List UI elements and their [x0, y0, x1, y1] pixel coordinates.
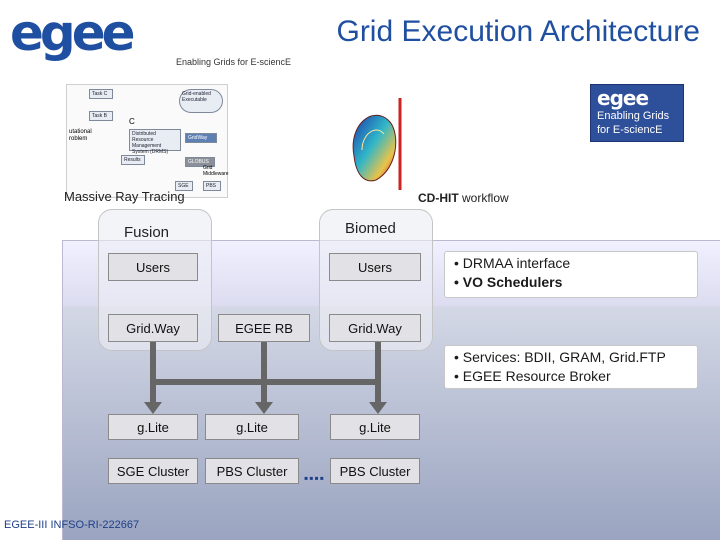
pbs-cluster-box-1: PBS Cluster	[205, 458, 299, 484]
page-subtitle: Enabling Grids for E-sciencE	[176, 57, 292, 67]
pbs-cluster-box-2: PBS Cluster	[330, 458, 420, 484]
egee-logo: egee	[10, 4, 136, 62]
connector-fusion-down	[150, 342, 156, 382]
footer-id: EGEE-III INFSO-RI-222667	[4, 519, 140, 531]
sge-cluster-box: SGE Cluster	[108, 458, 198, 484]
fragment-text-1: utational	[69, 129, 92, 135]
egee-badge-line-1: Enabling Grids	[597, 110, 670, 122]
task-b-box: Task B	[89, 111, 113, 121]
drms-box: Distributed Resource Management System (…	[129, 129, 181, 155]
results-box: Results	[121, 155, 145, 165]
cdhit-workflow-caption: CD-HIT workflow	[418, 191, 509, 205]
glite-box-1: g.Lite	[108, 414, 198, 440]
note-line-drmaa: • DRMAA interface	[454, 255, 571, 271]
egee-badge-text: Enabling Grids for E-sciencE	[597, 109, 669, 137]
gridway-box: GridWay	[185, 133, 217, 143]
fusion-users-box: Users	[108, 253, 198, 281]
pbs-box: PBS	[203, 181, 221, 191]
fragment-text-2: roblem	[69, 136, 88, 142]
fusion-gridway-box: Grid.Way	[108, 314, 198, 342]
arrowhead-biomed-glite	[369, 402, 387, 414]
glite-box-2: g.Lite	[205, 414, 299, 440]
globus-box: GLOBUS	[185, 157, 215, 167]
note-line-resource-broker: • EGEE Resource Broker	[454, 368, 611, 384]
services-note: • Services: BDII, GRAM, Grid.FTP • EGEE …	[444, 345, 698, 389]
grid-middleware-text: Grid Middleware	[203, 165, 229, 177]
arrowhead-sge-glite	[144, 402, 162, 414]
cdhit-caption-bold: CD-HIT	[418, 191, 459, 205]
page-title: Grid Execution Architecture	[336, 15, 700, 48]
grid-enabled-executable-box: Grid-enabled Executable	[179, 89, 223, 113]
drmaa-note: • DRMAA interface • VO Schedulers	[444, 251, 698, 298]
connector-biomed-down	[375, 342, 381, 390]
fragment-text-3: C	[129, 117, 135, 126]
connector-rb-down	[261, 342, 267, 382]
sge-box: SGE	[175, 181, 193, 191]
biomed-gridway-box: Grid.Way	[329, 314, 421, 342]
workflow-diagram-image: Task C Task B utational roblem C Grid-en…	[66, 84, 229, 198]
biomed-title: Biomed	[345, 220, 396, 237]
arrowhead-pbs-glite	[255, 402, 273, 414]
egee-badge-logo: egee	[597, 86, 649, 110]
egee-badge: egee Enabling Grids for E-sciencE	[590, 84, 684, 142]
note-line-vo-schedulers: • VO Schedulers	[454, 274, 563, 290]
glite-box-3: g.Lite	[330, 414, 420, 440]
cdhit-visualization	[352, 98, 402, 190]
egee-rb-box: EGEE RB	[218, 314, 310, 342]
note-line-services: • Services: BDII, GRAM, Grid.FTP	[454, 349, 666, 365]
cluster-separator: ▪▪▪▪	[304, 471, 326, 485]
egee-badge-line-2: for E-sciencE	[597, 124, 663, 136]
massive-ray-tracing-caption: Massive Ray Tracing	[64, 189, 185, 204]
fusion-title: Fusion	[124, 224, 170, 241]
biomed-users-box: Users	[329, 253, 421, 281]
cdhit-caption-rest: workflow	[458, 191, 509, 205]
task-c-box: Task C	[89, 89, 113, 99]
